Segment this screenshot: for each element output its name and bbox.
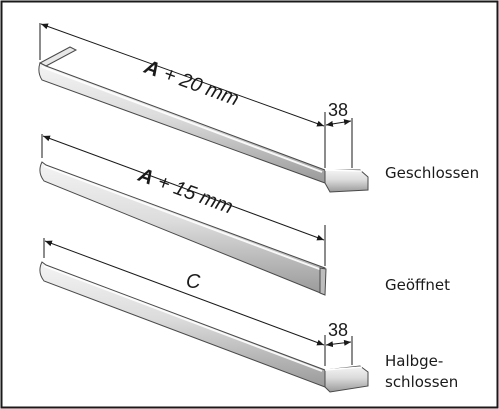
rail-closed-end-dimension-text: 38 <box>328 100 348 120</box>
label-half-closed: Halbge- schlossen <box>385 351 458 393</box>
rail-closed-dimension-line <box>40 23 325 127</box>
label-closed: Geschlossen <box>385 164 480 182</box>
rail-open-end-cap <box>319 267 327 296</box>
rail-half-closed-end-dimension-text: 38 <box>328 320 348 340</box>
rail-closed-dimension-text: A+ 20 mm <box>140 56 241 111</box>
rail-closed-left-return <box>38 46 78 67</box>
rail-closed <box>38 46 369 193</box>
label-open: Geöffnet <box>385 276 450 294</box>
rail-open-dimension-line <box>42 135 325 241</box>
rail-half-closed-right-return <box>324 365 369 393</box>
rail-half-closed-dimension-line <box>44 240 325 346</box>
rail-half-closed-dimension-text: C <box>186 271 201 293</box>
label-half-closed-line-2: schlossen <box>385 373 459 391</box>
rail-closed-right-return <box>324 169 369 193</box>
rail-closed-end-dimension-line <box>325 119 352 127</box>
label-half-closed-line-1: Halbge- <box>385 352 444 370</box>
rail-half-closed-end-dimension-line <box>325 339 352 348</box>
